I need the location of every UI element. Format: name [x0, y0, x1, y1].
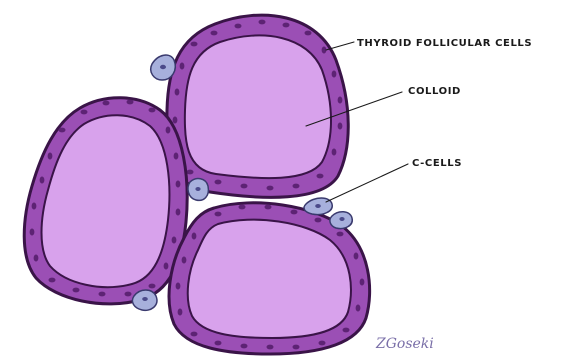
c-cell	[132, 290, 156, 310]
follicle-left	[24, 98, 187, 304]
c-cell	[330, 212, 352, 229]
c-cells-label: C-CELLS	[412, 158, 462, 169]
follicle-top-right-colloid	[185, 35, 331, 178]
artist-signature: ZGoseki	[375, 336, 434, 352]
c-cell	[151, 55, 176, 80]
follicle-bottom-colloid	[188, 220, 351, 338]
colloid-label: COLLOID	[408, 86, 461, 97]
follicular-cells-label: THYROID FOLLICULAR CELLS	[357, 38, 532, 49]
follicle-top-right	[167, 15, 348, 197]
c-cell	[188, 179, 208, 201]
